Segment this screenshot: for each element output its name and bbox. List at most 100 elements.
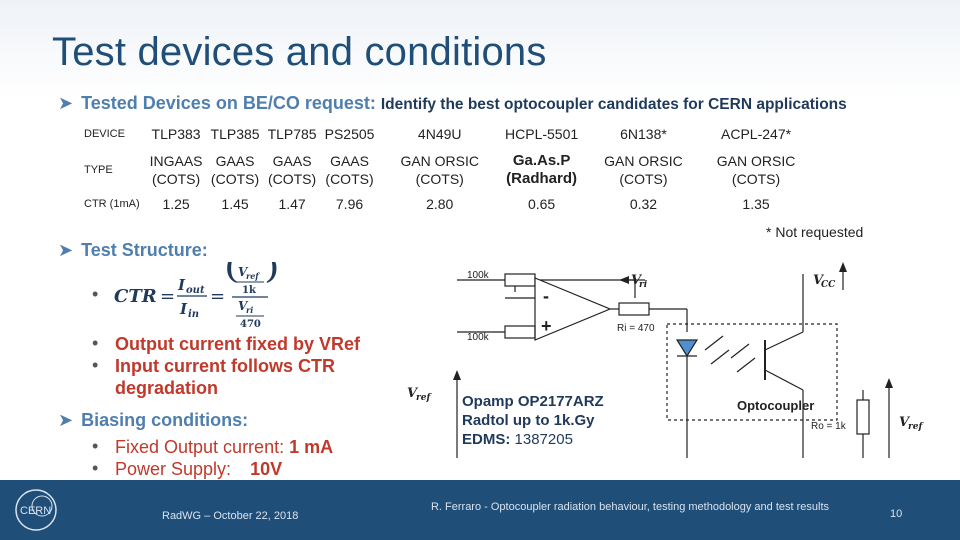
type-cell: GAN ORSIC(COTS) bbox=[716, 153, 796, 187]
bullet-label: Tested Devices on BE/CO request: bbox=[81, 93, 376, 113]
ctr-cell: 1.25 bbox=[162, 196, 190, 212]
type-cell: Ga.As.P(Radhard) bbox=[506, 152, 578, 187]
test-circuit-diagram: 100k 100k - + V ri V CC Ri = 470 V ref O… bbox=[407, 240, 935, 458]
optocoupler-label: Optocoupler bbox=[737, 398, 814, 413]
ctr-formula: CTR = I out I in = ( V ref 1k V ri 470 ) bbox=[114, 262, 280, 330]
vref-right-sub: ref bbox=[908, 422, 924, 432]
type-cell: GAN ORSIC(COTS) bbox=[400, 153, 480, 187]
type-cell: GAAS(COTS) bbox=[210, 153, 260, 187]
opamp-info: Opamp OP2177ARZ Radtol up to 1k.Gy EDMS:… bbox=[462, 392, 604, 449]
bullet-dot: • bbox=[92, 458, 99, 478]
device-cell: TLP385 bbox=[210, 125, 260, 142]
not-requested-note: * Not requested bbox=[766, 224, 864, 240]
ctr-cell: 1.47 bbox=[278, 196, 306, 212]
formula-eq2: = bbox=[210, 286, 225, 307]
ctr-cell: 0.32 bbox=[629, 196, 658, 212]
footer: CERN RadWG – October 22, 2018 R. Ferraro… bbox=[0, 480, 960, 540]
device-cell: TLP785 bbox=[267, 125, 317, 142]
device-cell: HCPL-5501 bbox=[505, 125, 579, 142]
opamp-line: EDMS: 1387205 bbox=[462, 430, 604, 449]
light-arrow bbox=[710, 349, 730, 365]
ri-label: Ri = 470 bbox=[617, 323, 655, 334]
ctr-cell: 1.45 bbox=[221, 196, 249, 212]
page-number: 10 bbox=[890, 508, 903, 520]
formula-1k: 1k bbox=[242, 285, 257, 296]
row-header-device: DEVICE bbox=[84, 127, 125, 140]
slide-title: Test devices and conditions bbox=[52, 30, 547, 74]
ctr-cell: 1.35 bbox=[742, 196, 770, 212]
optocoupler-box bbox=[666, 323, 838, 421]
bullet-detail: Identify the best optocoupler candidates… bbox=[380, 96, 847, 113]
transistor-emitter bbox=[764, 369, 804, 391]
vref-left-sub: ref bbox=[416, 393, 432, 403]
vri-label: V bbox=[631, 273, 643, 288]
device-cell: 6N138* bbox=[620, 125, 667, 142]
biasing-power-supply: Power Supply: 10V bbox=[115, 458, 282, 480]
device-cell: TLP383 bbox=[151, 125, 201, 142]
formula-vref: V bbox=[238, 265, 249, 279]
formula-vri: V bbox=[238, 299, 249, 313]
vri-arrow bbox=[619, 276, 629, 284]
edms-value: 1387205 bbox=[510, 431, 573, 448]
vref-left-label: V bbox=[407, 386, 419, 401]
bullet-dot: • bbox=[92, 284, 99, 304]
formula-eq: = bbox=[160, 286, 175, 307]
formula-iin-sub: in bbox=[188, 309, 199, 320]
biasing-value: 10V bbox=[250, 459, 283, 479]
ctr-cell: 0.65 bbox=[527, 196, 556, 212]
cern-logo-icon: CERN bbox=[15, 489, 57, 531]
arrow-bullet-icon: ➤ bbox=[58, 240, 74, 260]
table-row: TYPE INGAAS(COTS) GAAS(COTS) GAAS(COTS) … bbox=[80, 147, 799, 193]
vcc-arrow-head bbox=[839, 262, 847, 272]
paren-left: ( bbox=[224, 262, 240, 286]
bullet-dot: • bbox=[92, 333, 99, 353]
vri-sub: ri bbox=[639, 280, 648, 290]
biasing-label: Fixed Output current: bbox=[115, 437, 290, 457]
opamp-line: Opamp OP2177ARZ bbox=[462, 393, 604, 410]
edms-label: EDMS: bbox=[462, 431, 511, 448]
arrow-bullet-icon: ➤ bbox=[58, 93, 74, 113]
biasing-output-current: Fixed Output current: 1 mA bbox=[115, 436, 333, 458]
opamp-symbol bbox=[534, 277, 612, 341]
resistor-100k-bottom bbox=[504, 325, 536, 339]
r1-label: 100k bbox=[467, 270, 490, 281]
vref-arrow-head-left bbox=[453, 370, 461, 380]
type-cell: GAAS(COTS) bbox=[267, 153, 317, 187]
bullet-biasing: ➤Biasing conditions: bbox=[58, 410, 248, 431]
opamp-line: Radtol up to 1k.Gy bbox=[462, 412, 595, 429]
light-arrow bbox=[736, 357, 756, 373]
bullet-tested-devices: ➤ Tested Devices on BE/CO request: Identi… bbox=[58, 93, 847, 114]
device-cell: PS2505 bbox=[324, 125, 375, 142]
transistor-collector bbox=[764, 331, 804, 351]
bullet-label: Test Structure: bbox=[81, 240, 208, 260]
type-cell: INGAAS(COTS) bbox=[149, 153, 203, 187]
formula-iout-sub: out bbox=[186, 285, 205, 296]
plus-sign: + bbox=[541, 316, 552, 336]
bullet-dot: • bbox=[92, 355, 99, 375]
led-symbol bbox=[675, 339, 699, 358]
footer-left: RadWG – October 22, 2018 bbox=[162, 510, 299, 522]
bullet-test-structure: ➤ Test Structure: bbox=[58, 240, 208, 261]
formula-470: 470 bbox=[240, 319, 261, 330]
biasing-label: Power Supply: bbox=[115, 459, 237, 479]
light-arrow bbox=[730, 343, 750, 359]
ctr-cell: 7.96 bbox=[335, 196, 364, 212]
minus-sign: - bbox=[543, 286, 549, 306]
logo-text: CERN bbox=[20, 505, 51, 517]
bullet-label: Biasing conditions: bbox=[81, 410, 249, 430]
formula-iin: I bbox=[179, 300, 188, 318]
table-row: DEVICE TLP383 TLP385 TLP785 PS2505 4N49U… bbox=[80, 120, 799, 147]
light-arrow bbox=[704, 335, 724, 351]
formula-iout: I bbox=[177, 276, 186, 294]
ctr-cell: 2.80 bbox=[426, 196, 454, 212]
sub-bullet-output-current: Output current fixed by VRef bbox=[115, 334, 361, 354]
formula-vref-sub: ref bbox=[246, 271, 260, 281]
device-cell: 4N49U bbox=[417, 125, 462, 142]
footer-middle: R. Ferraro - Optocoupler radiation behav… bbox=[430, 501, 830, 513]
biasing-value: 1 mA bbox=[289, 437, 334, 457]
formula-ctr: CTR bbox=[114, 286, 157, 307]
ro-label: Ro = 1k bbox=[811, 421, 847, 432]
table-row: CTR (1mA) 1.25 1.45 1.47 7.96 2.80 0.65 … bbox=[80, 193, 799, 215]
row-header-ctr: CTR (1mA) bbox=[84, 198, 140, 210]
